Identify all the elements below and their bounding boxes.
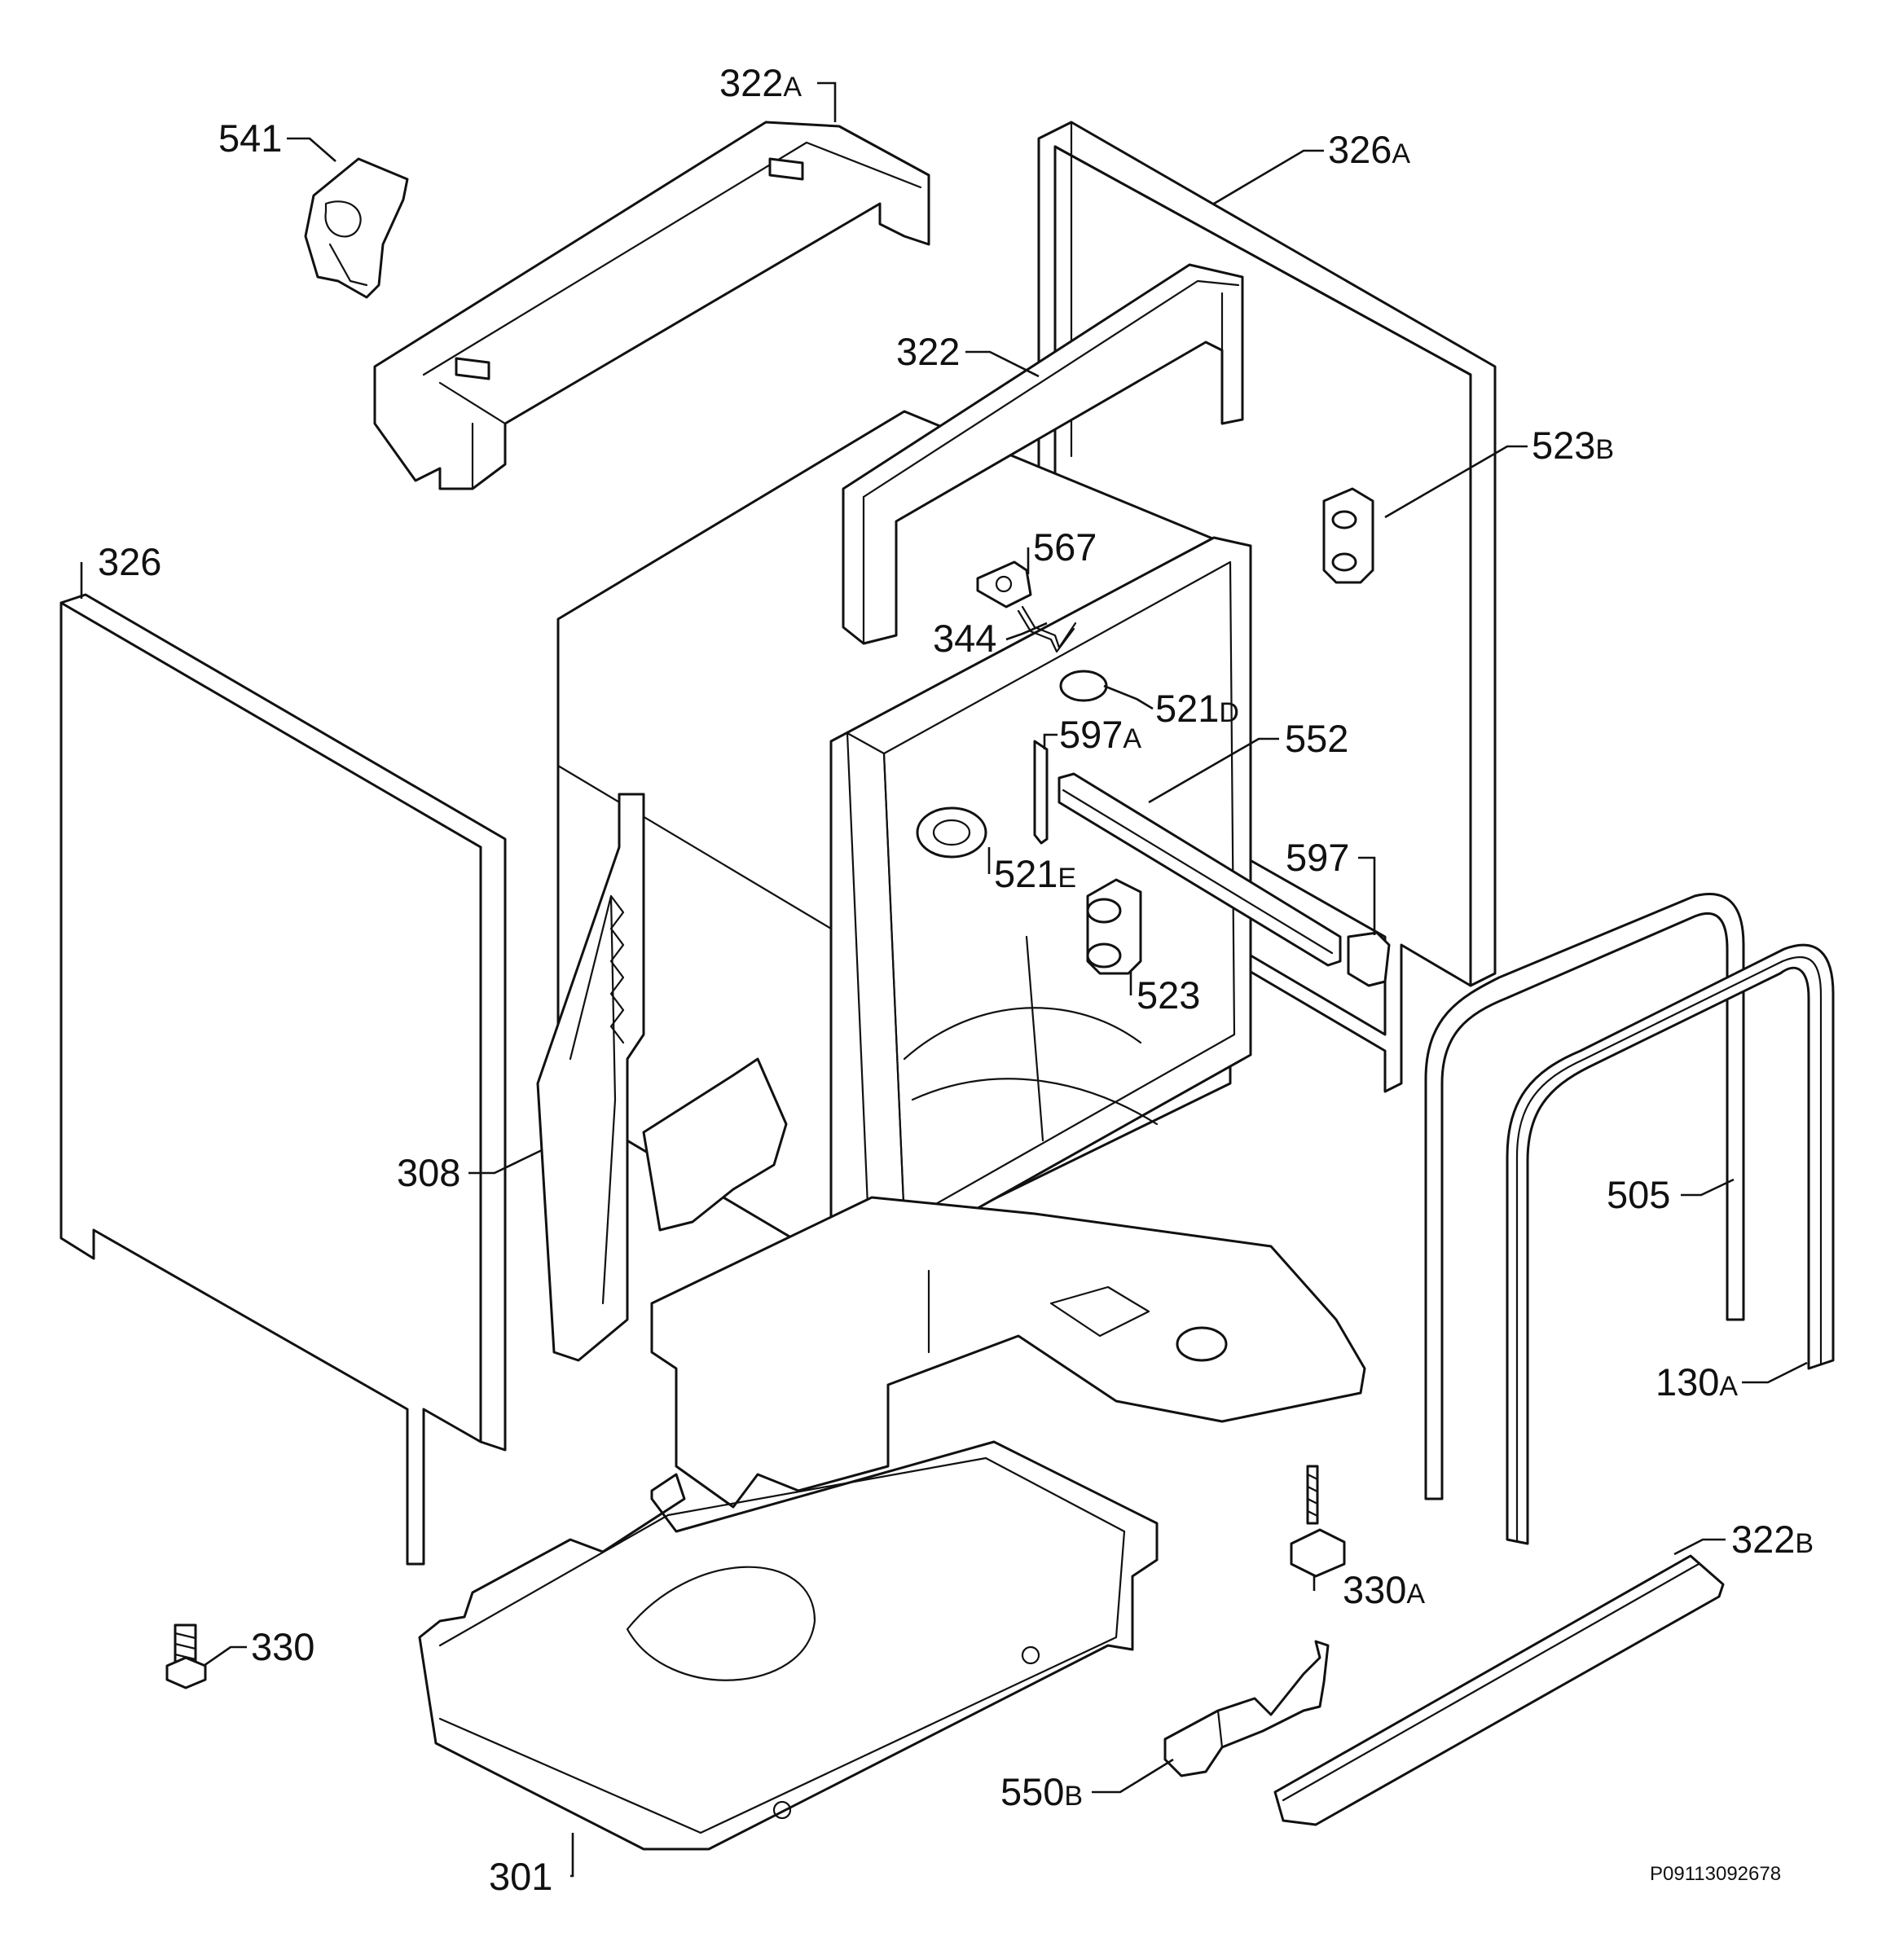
callout-leaders [80,81,1808,1878]
callout-308: 308 [397,1151,460,1194]
part-597a-clip [1033,740,1049,845]
part-308-hinge [536,793,788,1362]
callout-541: 541 [218,116,282,160]
part-523-valve [1086,878,1142,975]
callout-330a: 330A [1343,1568,1425,1611]
callout-505: 505 [1607,1173,1670,1216]
part-505-seal [1424,893,1745,1500]
part-567-bracket [976,560,1032,608]
callout-523: 523 [1137,973,1200,1017]
callout-521d: 521D [1155,687,1239,730]
part-597-clip [1347,931,1391,987]
part-521d-seal [1059,670,1108,702]
callout-326: 326 [98,540,161,583]
callout-344: 344 [933,617,996,660]
callout-550b: 550B [1000,1770,1083,1813]
part-523b-valve [1322,487,1374,584]
callout-326a: 326A [1328,128,1410,171]
callout-567: 567 [1033,525,1097,569]
callout-330: 330 [251,1625,314,1668]
callout-523b: 523B [1532,424,1614,467]
callout-labels: 322A 541 326A 322 523B 326 567 344 521D … [98,61,1814,1898]
part-344-spring [1017,605,1077,653]
part-330a-foot [1290,1465,1346,1578]
part-322-frame [842,263,1244,645]
part-521e-seal [916,806,987,859]
callout-597a: 597A [1059,713,1141,756]
callout-552: 552 [1285,717,1348,760]
callout-322b: 322B [1731,1518,1814,1561]
part-552-rail [1058,772,1342,967]
callout-322a: 322A [719,61,802,104]
part-130a-seal [1506,943,1835,1545]
callout-521e: 521E [994,852,1076,895]
part-550b-bracket [1163,1640,1330,1777]
part-base-assembly [650,1196,1366,1509]
callout-597: 597 [1286,836,1349,879]
callout-301: 301 [489,1855,552,1898]
part-322a-frame [373,121,930,490]
part-301-base-pan [418,1440,1159,1851]
part-326-side-panel [59,593,507,1566]
part-tub-body [556,410,1252,1272]
part-330-foot [165,1623,207,1689]
diagram-id: P09113092678 [1650,1863,1781,1885]
callout-130a: 130A [1656,1360,1738,1404]
part-322b-rail [1273,1554,1725,1826]
part-541-clip [304,157,409,299]
callout-322: 322 [896,330,960,373]
